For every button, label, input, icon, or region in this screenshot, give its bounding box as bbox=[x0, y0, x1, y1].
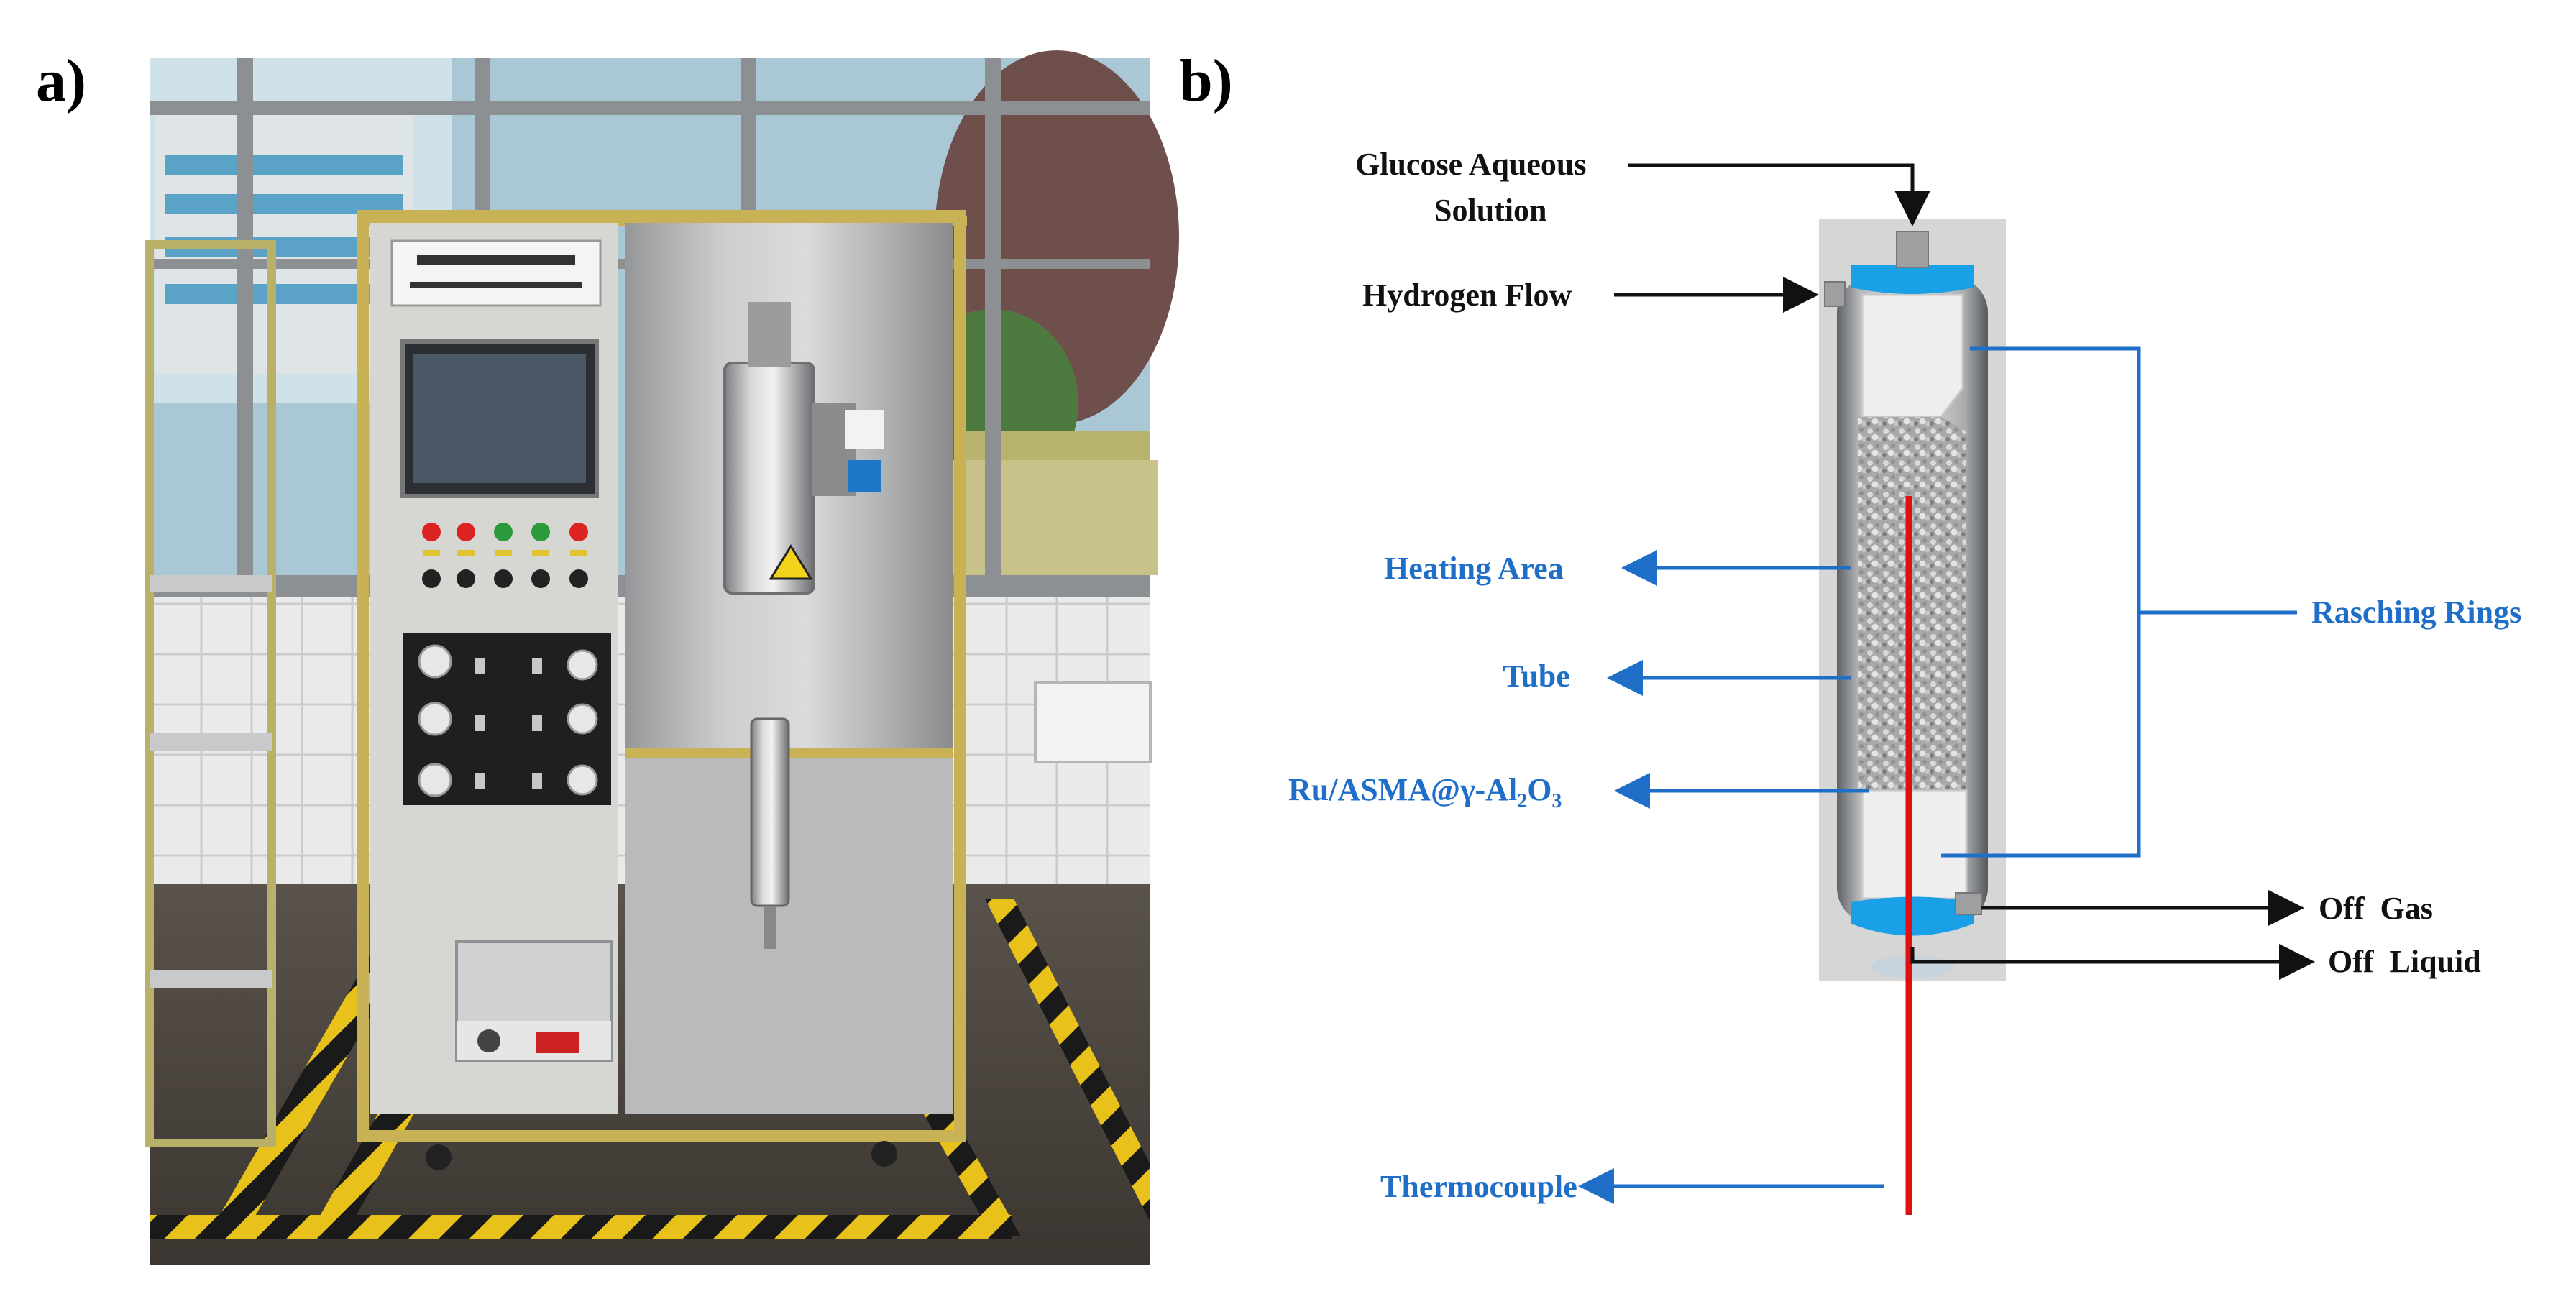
annotation-lines bbox=[1578, 163, 2315, 1204]
off-liquid-arrow bbox=[1910, 944, 2315, 980]
panel-a-label: a) bbox=[36, 47, 86, 114]
panel-b-label: b) bbox=[1179, 47, 1233, 114]
label-hydrogen-flow: Hydrogen Flow bbox=[1362, 277, 1572, 313]
label-glucose-line2: Solution bbox=[1434, 193, 1547, 228]
bottom-cap bbox=[1851, 896, 1974, 936]
control-buttons bbox=[422, 523, 588, 588]
label-off-gas: Off Gas bbox=[2319, 891, 2433, 926]
label-tube: Tube bbox=[1503, 658, 1570, 694]
label-rasching-rings: Rasching Rings bbox=[2311, 595, 2521, 630]
lab-photo bbox=[145, 50, 1179, 1265]
label-off-liquid: Off Liquid bbox=[2328, 944, 2481, 979]
rasching-rings-top bbox=[1861, 293, 1964, 418]
catalyst-bed bbox=[1858, 417, 1966, 791]
panel-b: b) bbox=[1179, 47, 2521, 1215]
panel-a: a) bbox=[36, 47, 1179, 1265]
label-thermocouple: Thermocouple bbox=[1380, 1169, 1577, 1204]
pressure-gauges bbox=[418, 644, 598, 797]
label-catalyst: Ru/ASMA@γ-Al2O3 bbox=[1288, 772, 1562, 812]
gas-outlet bbox=[1955, 892, 1982, 915]
annotation-labels: Glucose Aqueous Solution Hydrogen Flow H… bbox=[1288, 147, 2521, 1204]
reactor-schematic bbox=[1819, 219, 2006, 1215]
furnace bbox=[723, 362, 815, 595]
glucose-arrow bbox=[1628, 163, 1930, 226]
apparatus-cabinet bbox=[357, 210, 967, 1170]
rasching-rings-bottom bbox=[1861, 789, 1968, 900]
inlet-nozzle bbox=[1896, 231, 1929, 268]
hydrogen-port bbox=[1824, 281, 1846, 307]
top-cap bbox=[1851, 265, 1974, 294]
label-heating-area: Heating Area bbox=[1384, 551, 1564, 586]
rasching-bracket bbox=[1941, 346, 2141, 858]
label-glucose-line1: Glucose Aqueous bbox=[1355, 147, 1587, 182]
